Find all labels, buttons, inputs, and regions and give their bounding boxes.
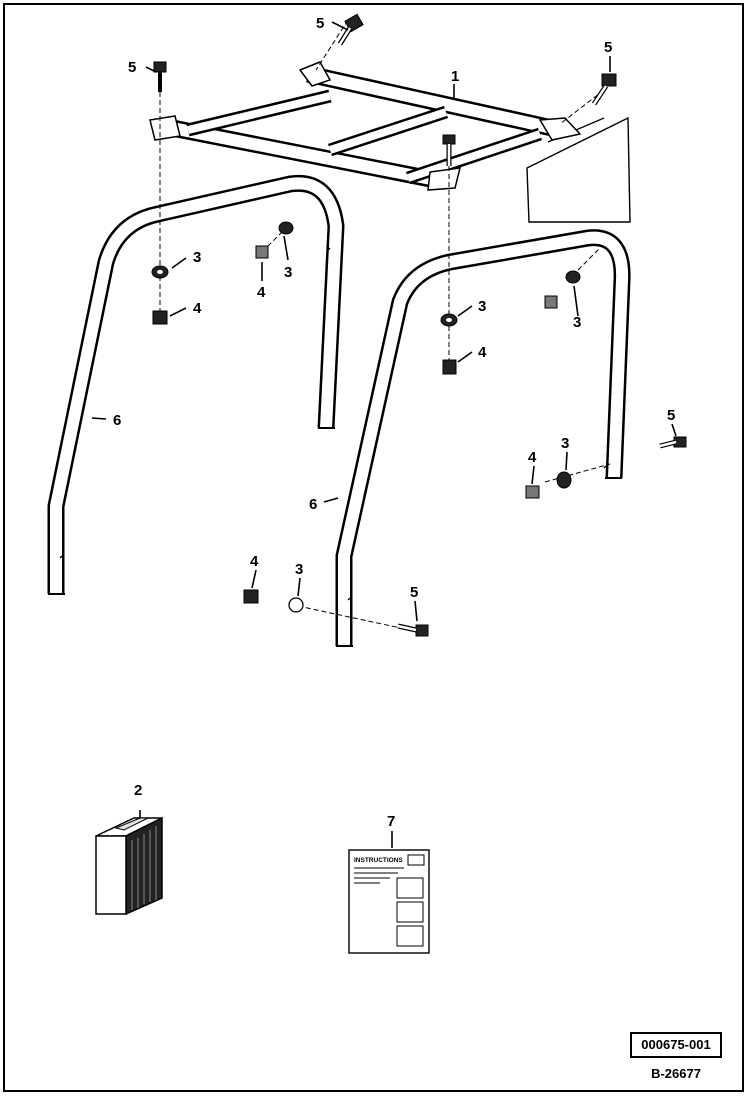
reference-code: 000675-001 xyxy=(630,1032,722,1058)
top-frame xyxy=(149,61,582,191)
callout-4: 4 xyxy=(257,284,266,301)
alignment-lines xyxy=(159,19,611,631)
callout-6: 6 xyxy=(309,496,317,513)
callout-5: 5 xyxy=(667,407,675,424)
bolt-top-right xyxy=(591,73,617,106)
instructions-sheet: INSTRUCTIONS xyxy=(348,849,430,954)
callout-3: 3 xyxy=(573,314,581,331)
callout-3: 3 xyxy=(284,264,292,281)
bolt-top-center xyxy=(337,13,364,46)
callout-4: 4 xyxy=(193,300,202,317)
instructions-title: INSTRUCTIONS xyxy=(354,857,403,864)
callout-5: 5 xyxy=(410,584,418,601)
callout-1: 1 xyxy=(451,68,459,85)
bolt-bottom-center xyxy=(397,623,429,637)
right-roll-bar xyxy=(335,229,631,647)
callout-4: 4 xyxy=(250,553,259,570)
washers xyxy=(151,221,581,613)
callout-5: 5 xyxy=(128,59,136,76)
callout-3: 3 xyxy=(295,561,303,578)
callout-3: 3 xyxy=(561,435,569,452)
leader-lines xyxy=(91,21,677,848)
callout-4: 4 xyxy=(528,449,537,466)
callout-3: 3 xyxy=(478,298,486,315)
drawing-number: B-26677 xyxy=(651,1066,701,1081)
drawing-frame xyxy=(3,3,744,1092)
bolt-right-lower xyxy=(659,436,687,449)
bolt-top-left xyxy=(153,61,167,92)
callout-2: 2 xyxy=(134,782,142,799)
callout-7: 7 xyxy=(387,813,395,830)
left-roll-bar xyxy=(47,174,345,595)
callout-5: 5 xyxy=(604,39,612,56)
decal-panel xyxy=(526,116,631,223)
callout-5: 5 xyxy=(316,15,324,32)
callout-3: 3 xyxy=(193,249,201,266)
decal-box xyxy=(95,816,163,916)
callout-6: 6 xyxy=(113,412,121,429)
callout-4: 4 xyxy=(478,344,487,361)
nuts xyxy=(152,245,558,604)
bolt-frame-center xyxy=(442,134,456,166)
